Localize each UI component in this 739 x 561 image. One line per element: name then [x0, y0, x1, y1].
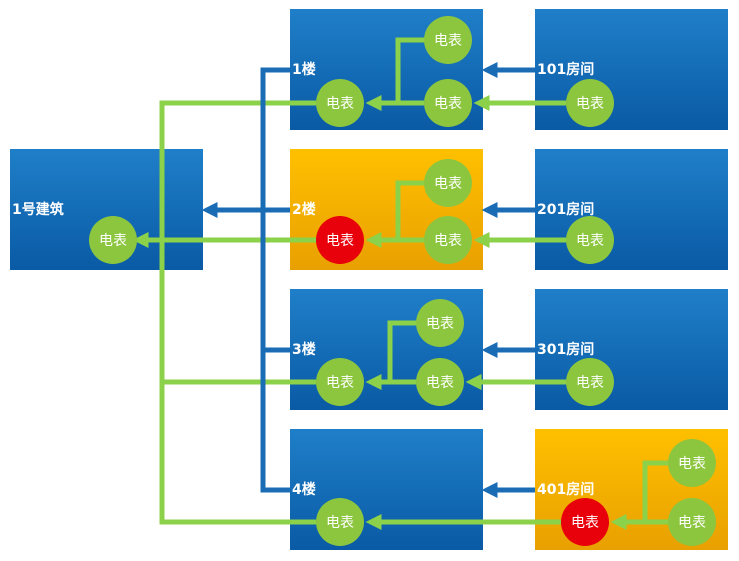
room-4-meter[interactable]: 电表	[561, 498, 609, 546]
room-4-sub-meter-2-label: 电表	[678, 515, 706, 531]
floor-2-sub-meter-2[interactable]: 电表	[424, 216, 472, 264]
floor-1-sub-meter-2[interactable]: 电表	[424, 79, 472, 127]
room-2-meter-circle	[566, 216, 614, 264]
room-1-label: 101房间	[537, 61, 594, 78]
floor-2-main-meter-circle	[316, 216, 364, 264]
room-3-meter[interactable]: 电表	[566, 358, 614, 406]
floor-2-sub-branch	[395, 180, 426, 240]
room-4-meter-circle	[561, 498, 609, 546]
floor-4-main-meter-label: 电表	[326, 515, 354, 531]
floor-3-label: 3楼	[292, 341, 316, 358]
room-2-label: 201房间	[537, 201, 594, 218]
floor-1-sub-meter-1-circle	[424, 16, 472, 64]
floor-hierarchy-bus	[260, 67, 290, 493]
floor-3-main-meter[interactable]: 电表	[316, 358, 364, 406]
floor-1-sub-branch	[395, 37, 426, 103]
floor-2-label: 2楼	[292, 201, 316, 218]
building-label: 1号建筑	[12, 201, 64, 218]
room-3-meter-circle	[566, 358, 614, 406]
floor-meter-bus	[159, 100, 316, 525]
floor-2-sub-meter-1[interactable]: 电表	[424, 159, 472, 207]
floor-1-main-meter-label: 电表	[326, 96, 354, 112]
floor-4-label: 4楼	[292, 481, 316, 498]
floor-3-sub-meter-1-circle	[416, 299, 464, 347]
floor-3-main-meter-label: 电表	[326, 375, 354, 391]
floor-3-main-meter-circle	[316, 358, 364, 406]
floor-2-main-meter-label: 电表	[326, 233, 354, 249]
room-1-meter-label: 电表	[576, 96, 604, 112]
floor-3-sub-meter-2-label: 电表	[426, 375, 454, 391]
floor-2-sub-meter-1-label: 电表	[434, 176, 462, 192]
room-1-meter[interactable]: 电表	[566, 79, 614, 127]
room-3-box[interactable]	[535, 289, 728, 410]
floor-3-sub-meter-1[interactable]: 电表	[416, 299, 464, 347]
floor-2-sub-meter-2-label: 电表	[434, 233, 462, 249]
building-meter[interactable]: 电表	[89, 216, 137, 264]
room-1-meter-circle	[566, 79, 614, 127]
floor-1-main-meter[interactable]: 电表	[316, 79, 364, 127]
floor-1-label: 1楼	[292, 61, 316, 78]
room-4-label: 401房间	[537, 481, 594, 498]
room-3-meter-label: 电表	[576, 375, 604, 391]
floor-3-sub-meter-1-label: 电表	[426, 316, 454, 332]
floor-1-sub-meter-1-label: 电表	[434, 33, 462, 49]
room-2-box[interactable]	[535, 149, 728, 270]
floor-2-sub-meter-1-circle	[424, 159, 472, 207]
room-4-sub-meter-1[interactable]: 电表	[668, 439, 716, 487]
room-4-sub-meter-2[interactable]: 电表	[668, 498, 716, 546]
floor-2-main-meter[interactable]: 电表	[316, 216, 364, 264]
floor-3-sub-meter-2-circle	[416, 358, 464, 406]
room-4-sub-meter-1-label: 电表	[678, 456, 706, 472]
floor-4-main-meter-circle	[316, 498, 364, 546]
building-meter-label: 电表	[99, 233, 127, 249]
floor-4-main-meter[interactable]: 电表	[316, 498, 364, 546]
room-2-meter[interactable]: 电表	[566, 216, 614, 264]
room-4-meter-label: 电表	[571, 515, 599, 531]
floor-2-sub-meter-2-circle	[424, 216, 472, 264]
room-4-sub-meter-1-circle	[668, 439, 716, 487]
room-4-sub-meter-2-circle	[668, 498, 716, 546]
room-2-meter-label: 电表	[576, 233, 604, 249]
floor-3-sub-meter-2[interactable]: 电表	[416, 358, 464, 406]
floor-1-sub-meter-2-circle	[424, 79, 472, 127]
floor-3-sub-branch	[387, 320, 418, 382]
room-4-sub-branch	[642, 460, 670, 522]
building-meter-circle	[89, 216, 137, 264]
floor-1-sub-meter-1[interactable]: 电表	[424, 16, 472, 64]
floor-1-sub-meter-2-label: 电表	[434, 96, 462, 112]
floor-1-main-meter-circle	[316, 79, 364, 127]
room-3-label: 301房间	[537, 341, 594, 358]
